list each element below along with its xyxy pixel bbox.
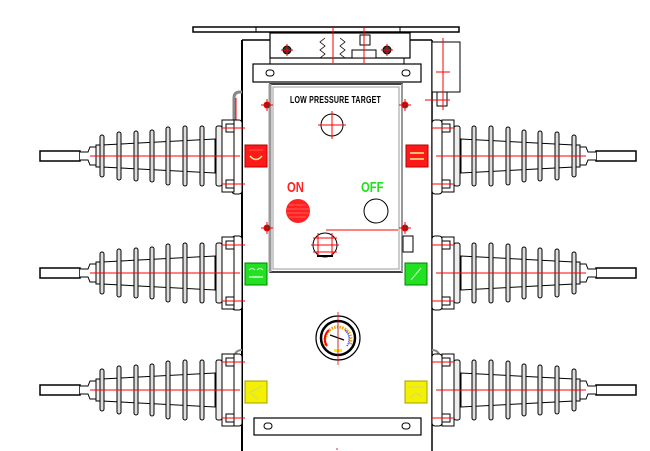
- operating-handle[interactable]: [311, 232, 339, 258]
- mounting-plate: [192, 26, 460, 33]
- phase-1-indicator-right: [405, 144, 429, 168]
- low-pressure-target: [318, 111, 346, 139]
- top-mechanism: [269, 28, 411, 63]
- phase-1-bushing-left: [39, 119, 246, 193]
- pressure-gauge: [315, 312, 361, 365]
- valve-assembly: [425, 38, 461, 110]
- phase-2-indicator-right: [404, 262, 428, 286]
- phase-2-bushing-left: [39, 236, 246, 310]
- lifting-bar-top: [252, 58, 422, 83]
- off-label: OFF: [361, 179, 384, 196]
- phase-2-indicator-left: [244, 262, 268, 286]
- low-pressure-target-label: LOW PRESSURE TARGET: [290, 95, 381, 106]
- control-panel: [261, 83, 414, 273]
- left-pipe: [232, 90, 242, 120]
- off-button[interactable]: [363, 198, 389, 224]
- on-button[interactable]: [286, 199, 310, 223]
- lifting-bar-bottom: [253, 417, 422, 436]
- phase-3-indicator-right: [404, 380, 428, 404]
- phase-3-bushing-left: [39, 353, 246, 427]
- on-label: ON: [287, 179, 304, 196]
- phase-3-bushing-right: [431, 354, 636, 426]
- phase-1-indicator-left: [244, 144, 268, 168]
- phase-2-bushing-right: [431, 237, 636, 309]
- phase-3-indicator-left: [244, 380, 268, 404]
- phase-1-bushing-right: [431, 120, 636, 192]
